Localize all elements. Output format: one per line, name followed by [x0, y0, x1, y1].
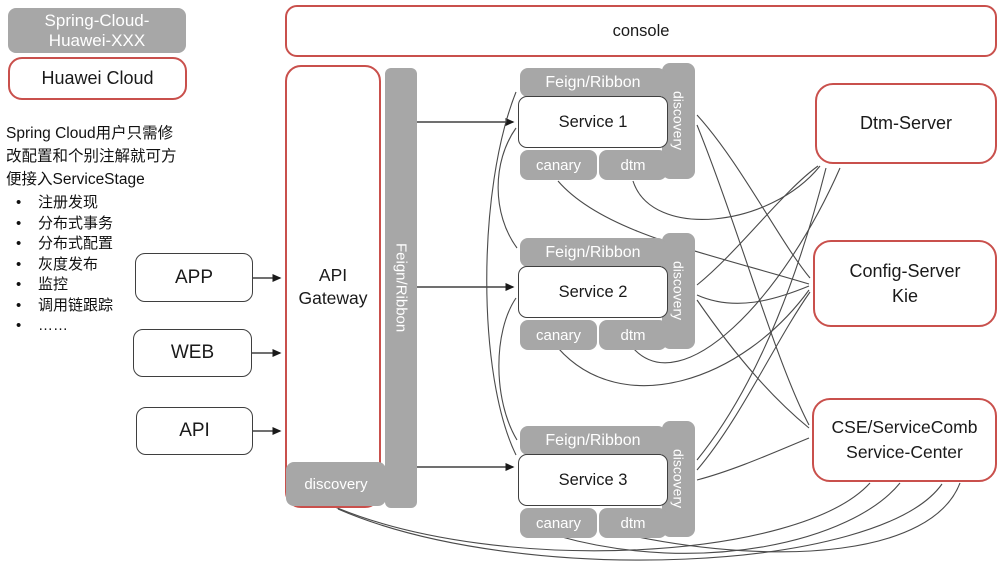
intro-line1: Spring Cloud用户只需修 [6, 125, 174, 142]
service-1-dtm-node: dtm [599, 150, 667, 180]
service-3-discovery-bar: discovery [662, 421, 695, 537]
service-2-discovery-bar: discovery [662, 233, 695, 349]
service-3-canary-node: canary [520, 508, 597, 538]
intro-text-block: Spring Cloud用户只需修 改配置和个别注解就可方 便接入Service… [6, 122, 268, 337]
gateway-feign-ribbon-bar: Feign/Ribbon [385, 68, 417, 508]
service-2-cluster: discovery Feign/Ribbon Service 2 canary … [516, 233, 696, 350]
api-gateway-node: API Gateway [285, 65, 381, 508]
intro-line2: 改配置和个别注解就可方 [6, 148, 177, 165]
service-1-cluster: discovery Feign/Ribbon Service 1 canary … [516, 63, 696, 180]
dtm-server-node: Dtm-Server [815, 83, 997, 164]
service-3-node: Service 3 [518, 454, 668, 506]
cse-label-line2: Service-Center [846, 442, 963, 462]
client-api-label: API [179, 420, 210, 441]
service-1-feign-ribbon-label: Feign/Ribbon [545, 73, 641, 91]
service-2-dtm-node: dtm [599, 320, 667, 350]
service-3-label: Service 3 [558, 470, 628, 489]
bullet-item: 分布式事务 [14, 214, 268, 235]
service-3-canary-label: canary [535, 514, 582, 532]
service-1-discovery-label: discovery [670, 91, 687, 151]
service-2-dtm-label: dtm [620, 326, 646, 344]
huawei-cloud-label: Huawei Cloud [41, 68, 154, 88]
service-3-feign-ribbon-bar: Feign/Ribbon [520, 426, 666, 455]
service-2-discovery-label: discovery [670, 261, 687, 321]
gateway-label-line1: API [318, 264, 348, 285]
service-3-dtm-label: dtm [620, 514, 646, 532]
service-2-node: Service 2 [518, 266, 668, 318]
service-3-cluster: discovery Feign/Ribbon Service 3 canary … [516, 421, 696, 538]
client-api-node: API [136, 407, 253, 455]
service-1-canary-label: canary [535, 156, 582, 174]
config-server-label-line1: Config-Server [849, 260, 961, 281]
huawei-cloud-box: Huawei Cloud [8, 57, 187, 100]
config-server-label-line2: Kie [891, 285, 918, 306]
gateway-label-line2: Gateway [298, 287, 368, 308]
client-web-label: WEB [170, 342, 215, 363]
dtm-server-label: Dtm-Server [859, 113, 952, 133]
console-node: console [285, 5, 997, 57]
bullet-item: 监控 [14, 275, 268, 296]
service-2-feign-ribbon-bar: Feign/Ribbon [520, 238, 666, 267]
badge-line1: Spring-Cloud- [44, 10, 150, 30]
service-2-canary-label: canary [535, 326, 582, 344]
gateway-feign-ribbon-label: Feign/Ribbon [392, 243, 410, 333]
gateway-discovery-node: discovery [286, 462, 386, 506]
bullet-item: …… [14, 316, 268, 337]
service-1-node: Service 1 [518, 96, 668, 148]
service-2-canary-node: canary [520, 320, 597, 350]
bullet-item: 灰度发布 [14, 255, 268, 276]
service-1-canary-node: canary [520, 150, 597, 180]
service-3-discovery-label: discovery [670, 449, 687, 509]
bullet-item: 注册发现 [14, 193, 268, 214]
client-web-node: WEB [133, 329, 252, 377]
config-server-kie-node: Config-Server Kie [813, 240, 997, 327]
bullet-item: 分布式配置 [14, 234, 268, 255]
gateway-discovery-label: discovery [304, 475, 368, 493]
feature-bullet-list: 注册发现 分布式事务 分布式配置 灰度发布 监控 调用链跟踪 …… [6, 193, 268, 337]
service-3-dtm-node: dtm [599, 508, 667, 538]
cse-label-line1: CSE/ServiceComb [831, 417, 978, 437]
client-app-node: APP [135, 253, 253, 302]
service-1-dtm-label: dtm [620, 156, 646, 174]
intro-line3: 便接入ServiceStage [6, 171, 145, 188]
service-1-feign-ribbon-bar: Feign/Ribbon [520, 68, 666, 97]
service-2-label: Service 2 [558, 282, 628, 301]
client-app-label: APP [174, 266, 214, 288]
spring-cloud-huawei-badge: Spring-Cloud- Huawei-XXX [8, 8, 186, 53]
cse-servicecomb-node: CSE/ServiceComb Service-Center [812, 398, 997, 482]
service-1-label: Service 1 [558, 112, 628, 131]
service-2-feign-ribbon-label: Feign/Ribbon [545, 243, 641, 261]
console-label: console [612, 21, 670, 40]
service-3-feign-ribbon-label: Feign/Ribbon [545, 431, 641, 449]
bullet-item: 调用链跟踪 [14, 296, 268, 317]
badge-line2: Huawei-XXX [48, 30, 146, 50]
